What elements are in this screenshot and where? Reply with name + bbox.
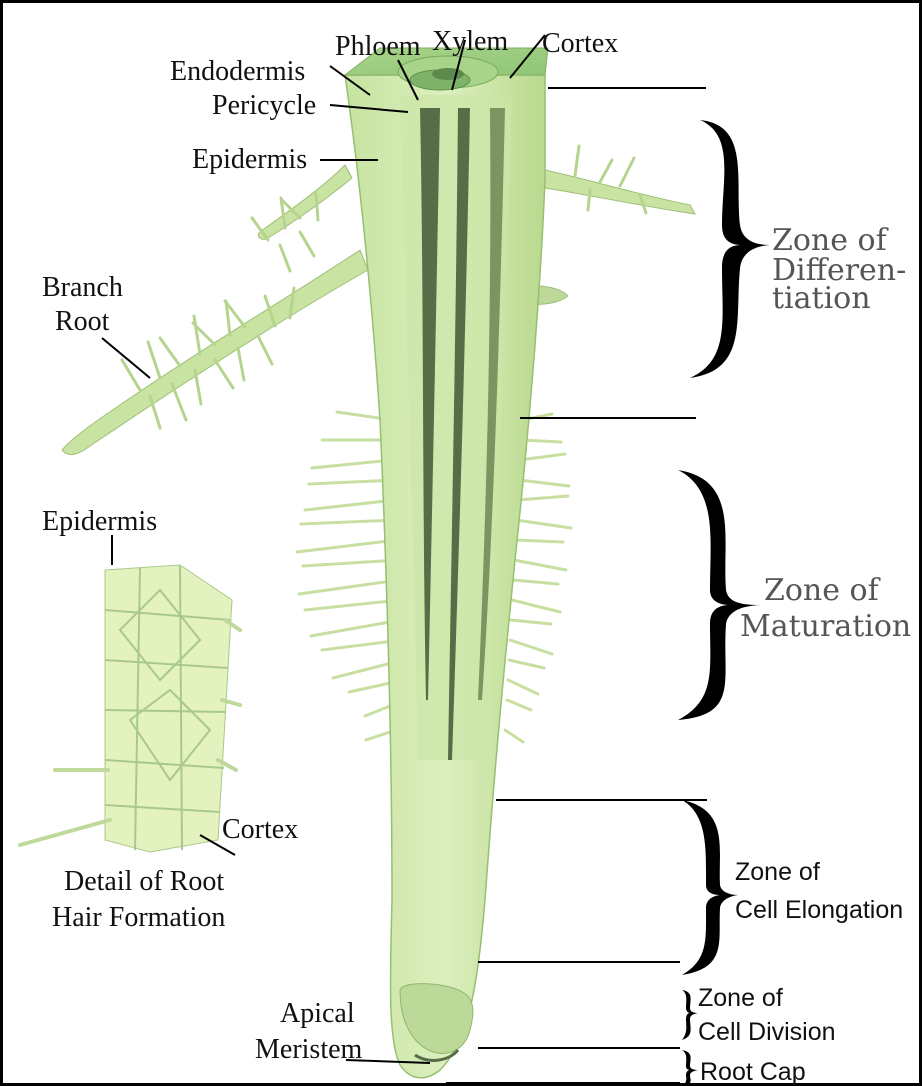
label-xylem: Xylem [432, 26, 508, 57]
label-branch: Branch [42, 272, 123, 303]
zone-division-line1: Zone of [698, 984, 783, 1012]
label-apical: Apical [280, 998, 355, 1029]
zone-elongation-line2: Cell Elongation [735, 896, 903, 924]
label-detail-cortex: Cortex [222, 814, 298, 845]
zone-braces [678, 120, 770, 1086]
brace-differentiation [690, 120, 770, 378]
zone-elongation-line1: Zone of [735, 858, 820, 886]
label-detail-epidermis: Epidermis [42, 506, 157, 537]
label-endodermis: Endodermis [170, 56, 305, 87]
zone-maturation-line1: Zone of [764, 573, 881, 608]
label-phloem: Phloem [335, 31, 421, 62]
label-detail-line1: Detail of Root [64, 866, 224, 897]
zone-maturation-line2: Maturation [740, 609, 911, 644]
label-detail-line2: Hair Formation [52, 902, 225, 933]
label-pericycle: Pericycle [212, 90, 316, 121]
root-hair-detail [20, 565, 240, 852]
label-root: Root [55, 306, 110, 337]
brace-division [682, 990, 698, 1040]
brace-root-cap [682, 1050, 698, 1086]
label-meristem: Meristem [255, 1034, 363, 1065]
zone-differentiation-line3: tiation [772, 281, 871, 316]
label-epidermis: Epidermis [192, 144, 307, 175]
label-cortex: Cortex [542, 28, 618, 59]
brace-elongation [682, 800, 738, 975]
zone-root-cap: Root Cap [700, 1058, 806, 1086]
zone-division-line2: Cell Division [698, 1018, 836, 1046]
brace-maturation [678, 470, 760, 720]
